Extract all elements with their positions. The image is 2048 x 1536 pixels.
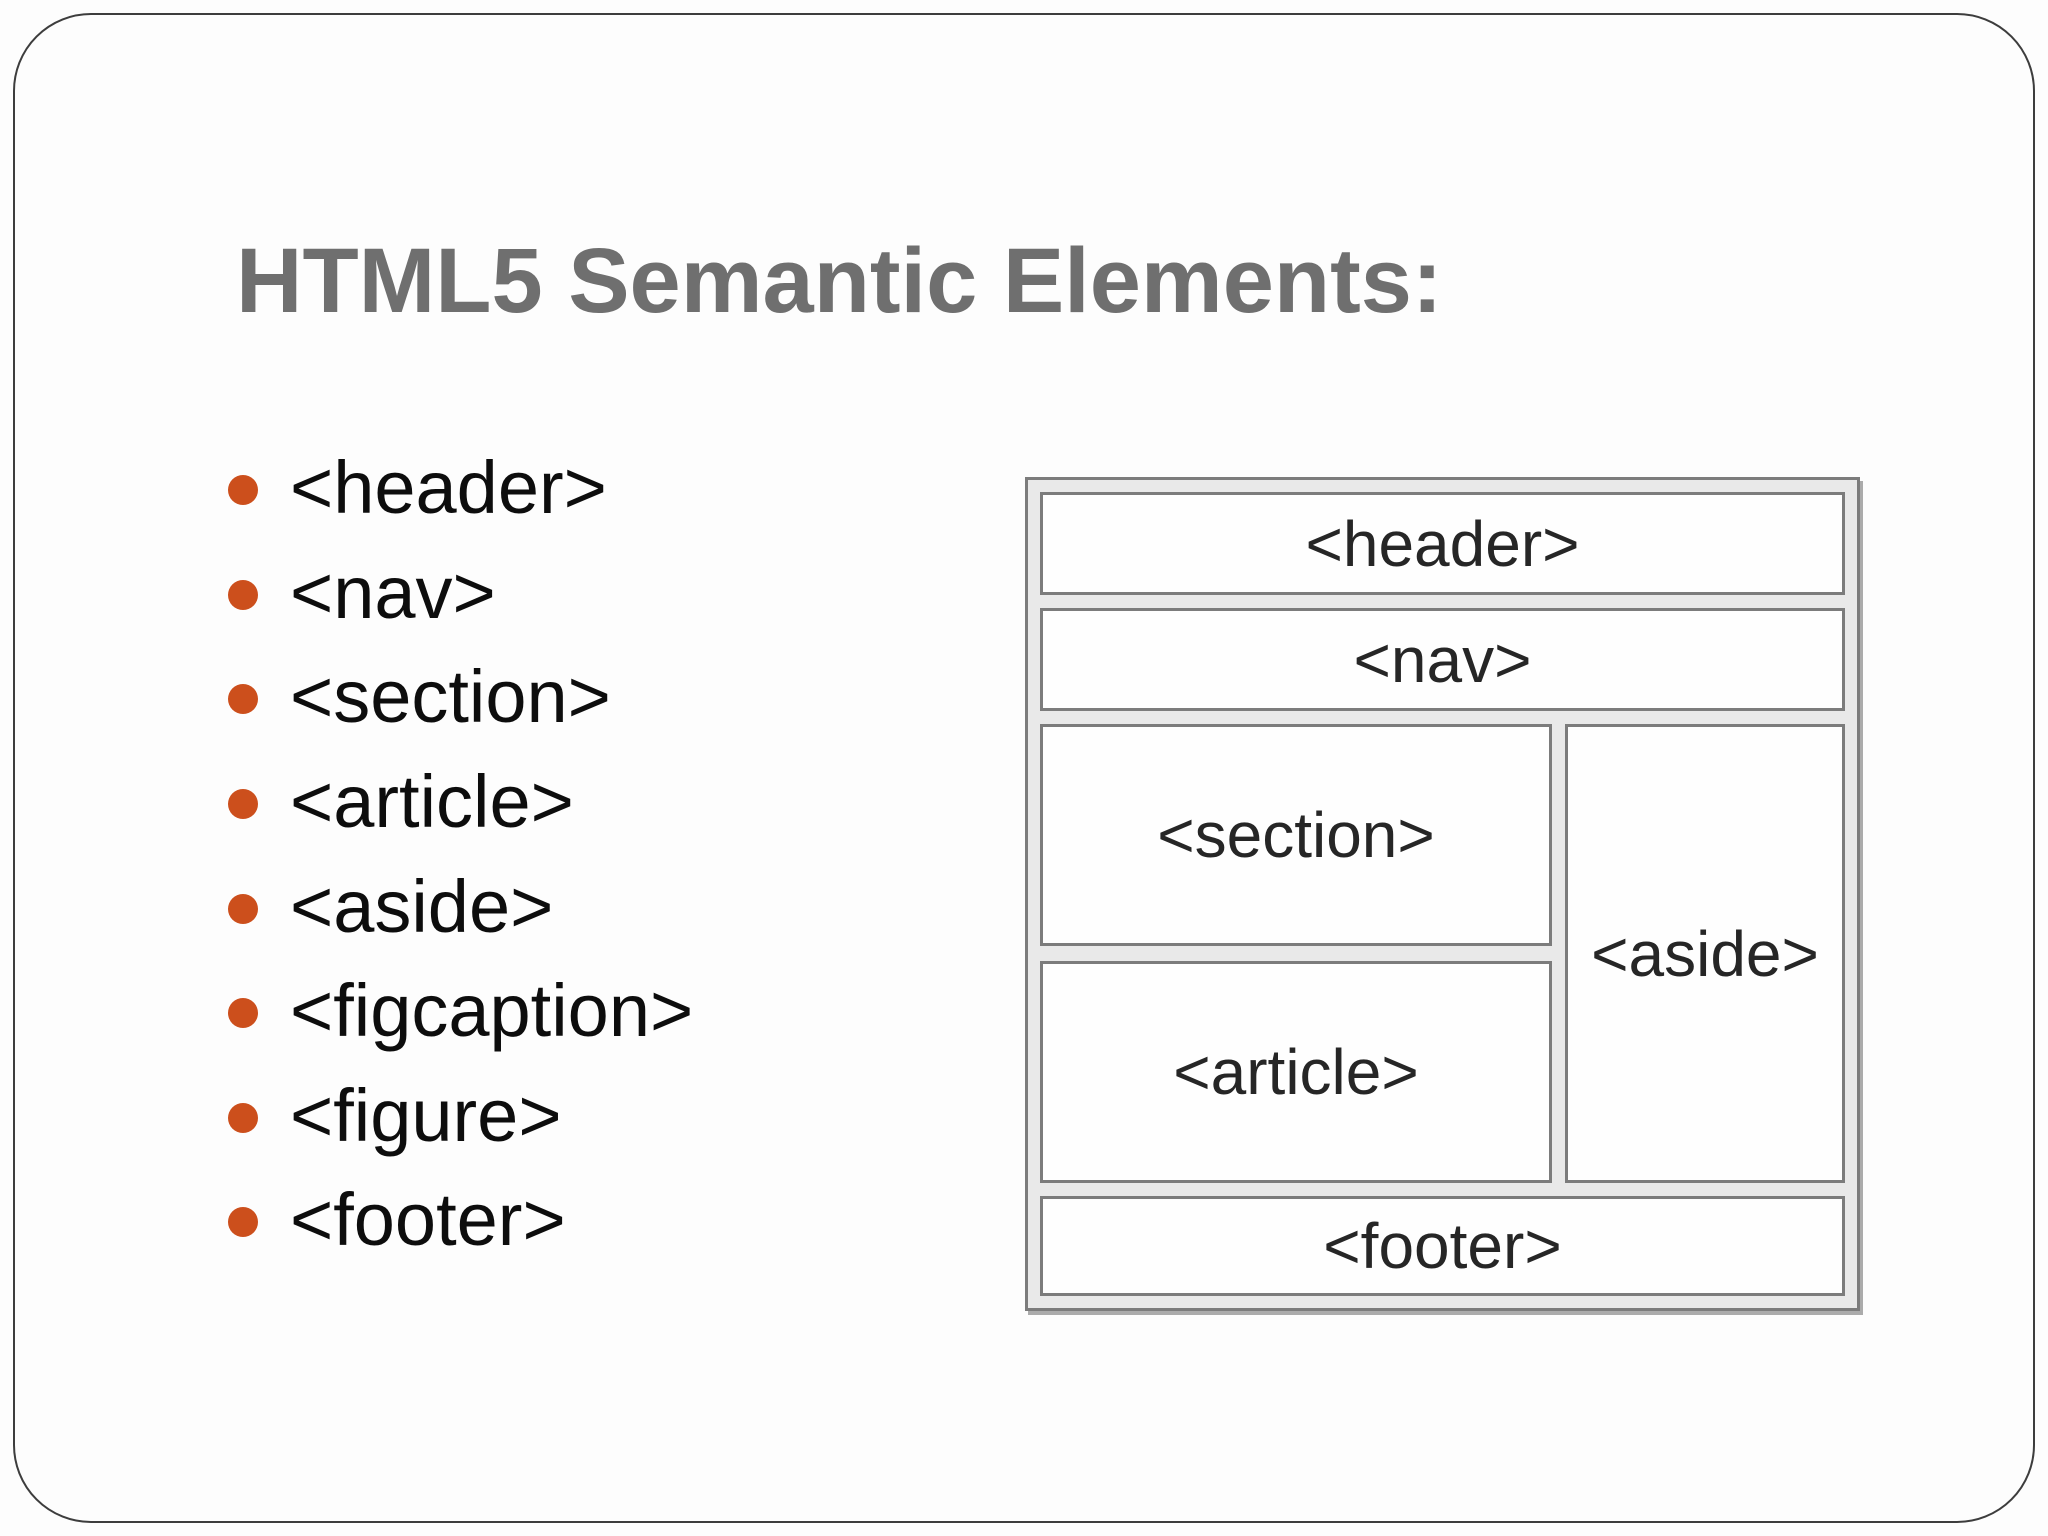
bullet-icon (228, 998, 258, 1029)
list-item-label: <figcaption> (290, 969, 694, 1053)
diagram-aside-box: <aside> (1565, 724, 1845, 1183)
list-item: <article> (228, 752, 868, 857)
bullet-icon (228, 1207, 258, 1238)
list-item-label: <article> (290, 760, 574, 844)
diagram-nav-box: <nav> (1040, 608, 1845, 711)
list-item: <header> (228, 438, 868, 543)
list-item-label: <figure> (290, 1073, 562, 1157)
bullet-icon (228, 893, 258, 924)
list-item-label: <footer> (290, 1178, 566, 1262)
list-item: <figcaption> (228, 961, 868, 1066)
diagram-section-box: <section> (1040, 724, 1552, 946)
list-item: <aside> (228, 856, 868, 961)
list-item-label: <aside> (290, 864, 554, 948)
list-item: <nav> (228, 543, 868, 648)
bullet-icon (228, 789, 258, 820)
list-item: <section> (228, 647, 868, 752)
diagram-footer-box: <footer> (1040, 1196, 1845, 1296)
list-item-label: <header> (290, 446, 607, 530)
semantic-elements-list: <header> <nav> <section> <article> <asid… (228, 438, 868, 1275)
list-item: <footer> (228, 1170, 868, 1275)
bullet-icon (228, 475, 258, 506)
diagram-header-box: <header> (1040, 492, 1845, 595)
list-item-label: <nav> (290, 550, 496, 634)
page-title: HTML5 Semantic Elements: (236, 229, 1443, 332)
bullet-icon (228, 684, 258, 715)
list-item-label: <section> (290, 655, 611, 739)
list-item: <figure> (228, 1066, 868, 1171)
bullet-icon (228, 579, 258, 610)
semantic-layout-diagram: <header> <nav> <section> <article> <asid… (1025, 477, 1860, 1311)
bullet-icon (228, 1102, 258, 1133)
diagram-main-column: <section> <article> (1040, 724, 1552, 1183)
diagram-middle-row: <section> <article> <aside> (1040, 724, 1845, 1183)
diagram-article-box: <article> (1040, 961, 1552, 1183)
